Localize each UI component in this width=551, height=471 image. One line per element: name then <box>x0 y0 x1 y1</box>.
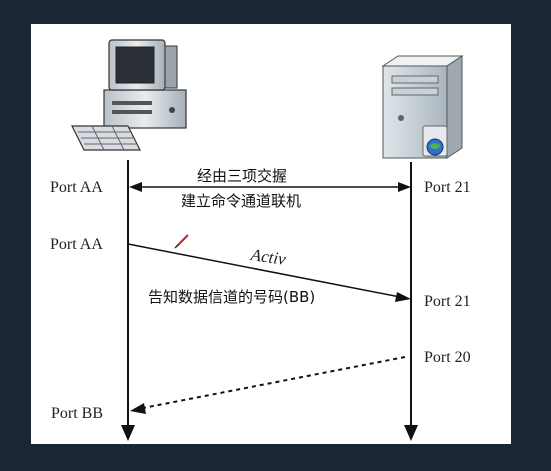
data-channel-arrow <box>142 356 406 409</box>
server-port-label-1: Port 21 <box>424 179 471 196</box>
command-channel-arrowhead-left <box>129 182 142 192</box>
client-port-label-3: Port BB <box>51 405 104 422</box>
command-channel-arrowhead-right <box>398 182 411 192</box>
pencil-cursor-icon <box>174 234 189 249</box>
handshake-text-line2: 建立命令通道联机 <box>181 192 302 210</box>
server-tower-icon <box>381 55 464 159</box>
client-port-label-2: Port AA <box>50 236 103 253</box>
server-port-label-3: Port 20 <box>424 349 471 366</box>
server-port-label-2: Port 21 <box>424 293 471 310</box>
client-lifeline-arrow <box>121 425 135 441</box>
data-channel-arrowhead <box>130 403 146 414</box>
data-port-notice-text: 告知数据信道的号码(BB) <box>148 288 316 306</box>
desktop-computer-icon <box>71 39 187 151</box>
handshake-text-line1: 经由三项交握 <box>197 167 288 185</box>
active-port-arrow <box>127 243 401 298</box>
server-lifeline-arrow <box>404 425 418 441</box>
active-port-arrowhead <box>395 292 411 302</box>
client-port-label-1: Port AA <box>50 179 103 196</box>
